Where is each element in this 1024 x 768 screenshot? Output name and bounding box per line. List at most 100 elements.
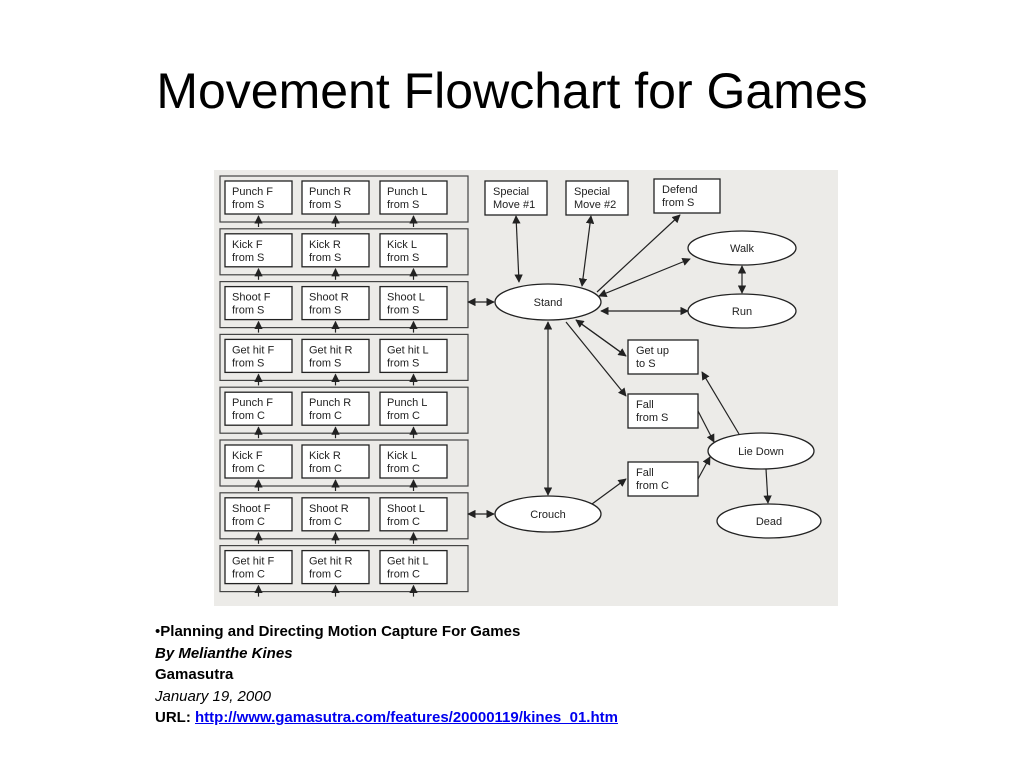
- state-label-getup-line: to S: [636, 358, 656, 370]
- state-label-stand: Stand: [534, 297, 563, 309]
- grid-box-label-line: from S: [309, 252, 341, 264]
- state-label-fallS-line: from S: [636, 412, 668, 424]
- grid-box-label-line: from S: [309, 305, 341, 317]
- grid-box-label-line: Get hit R: [309, 344, 352, 356]
- state-arrow: [697, 410, 715, 443]
- grid-box: [224, 285, 293, 321]
- url-label: URL:: [155, 709, 191, 726]
- state-arrow: [697, 456, 711, 480]
- grid-box: [379, 391, 448, 426]
- state-box-fallC: [627, 461, 699, 497]
- grid-box-label-line: from C: [387, 463, 420, 475]
- grid-box: [301, 285, 370, 321]
- state-ellipse-run: [687, 293, 797, 329]
- grid-box-label-line: from C: [232, 463, 265, 475]
- grid-box-label-line: Kick L: [387, 239, 417, 251]
- grid-box-label-line: Punch F: [232, 397, 273, 409]
- citation-title-line: •Planning and Directing Motion Capture F…: [155, 621, 618, 643]
- grid-row-frame: [219, 333, 469, 381]
- citation-title: Planning and Directing Motion Capture Fo…: [160, 623, 521, 640]
- grid-box-label-line: Punch L: [387, 186, 427, 198]
- state-arrow: [575, 319, 627, 357]
- state-label-fallC-line: Fall: [636, 467, 654, 479]
- citation-url-line: URL: http://www.gamasutra.com/features/2…: [155, 707, 618, 729]
- grid-box-label-line: Shoot L: [387, 503, 425, 515]
- slide-title: Movement Flowchart for Games: [156, 63, 868, 119]
- state-ellipse-crouch: [494, 495, 602, 533]
- grid-box: [224, 233, 293, 268]
- state-label-fallS-line: Fall: [636, 399, 654, 411]
- state-label-dead: Dead: [756, 516, 782, 528]
- grid-box-label-line: Kick F: [232, 450, 263, 462]
- state-arrow: [512, 215, 523, 283]
- grid-box-label-line: from S: [309, 357, 341, 369]
- grid-box: [379, 180, 448, 215]
- grid-box-label-line: Shoot F: [232, 503, 271, 515]
- grid-box-label-line: Shoot R: [309, 503, 349, 515]
- grid-box-label-line: Punch F: [232, 186, 273, 198]
- citation-url-link[interactable]: http://www.gamasutra.com/features/200001…: [195, 709, 618, 726]
- state-label-defend-line: Defend: [662, 184, 697, 196]
- grid-box: [379, 444, 448, 479]
- bullet: •: [155, 623, 161, 640]
- grid-box-label-line: from S: [387, 305, 419, 317]
- grid-box: [379, 549, 448, 585]
- grid-box: [224, 444, 293, 479]
- grid-box: [301, 391, 370, 426]
- grid-row-frame: [219, 228, 469, 276]
- grid-box-label-line: from S: [232, 357, 264, 369]
- grid-box-label-line: Shoot F: [232, 292, 271, 304]
- grid-box: [379, 338, 448, 374]
- grid-row-frame: [219, 439, 469, 487]
- state-arrow: [701, 371, 740, 435]
- citation-date: January 19, 2000: [155, 687, 271, 705]
- grid-box-label-line: Get hit F: [232, 556, 274, 568]
- grid-box-label-line: Kick R: [309, 450, 341, 462]
- grid-box-label-line: from C: [387, 410, 420, 422]
- grid-box-label-line: Get hit L: [387, 344, 429, 356]
- grid-box: [301, 549, 370, 585]
- state-ellipse-dead: [716, 503, 822, 539]
- state-label-walk: Walk: [730, 243, 755, 255]
- grid-box: [301, 180, 370, 215]
- grid-box: [224, 497, 293, 532]
- grid-box-label-line: Get hit L: [387, 556, 429, 568]
- grid-box-label-line: from C: [309, 569, 342, 581]
- state-label-special1-line: Special: [493, 186, 529, 198]
- grid-box: [301, 444, 370, 479]
- grid-box-label-line: from S: [232, 199, 264, 211]
- grid-box: [224, 338, 293, 374]
- state-label-getup-line: Get up: [636, 345, 669, 357]
- state-box-special1: [484, 180, 548, 216]
- state-box-fallS: [627, 393, 699, 429]
- grid-box-label-line: from S: [387, 252, 419, 264]
- grid-box: [301, 497, 370, 532]
- grid-box-label-line: from S: [232, 305, 264, 317]
- grid-box: [224, 180, 293, 215]
- grid-box-label-line: from C: [232, 410, 265, 422]
- grid-box: [224, 549, 293, 585]
- grid-box-label-line: from C: [309, 463, 342, 475]
- grid-box: [379, 285, 448, 321]
- grid-box-label-line: from C: [232, 569, 265, 581]
- grid-box-label-line: from C: [387, 516, 420, 528]
- grid-box-label-line: Shoot L: [387, 292, 425, 304]
- grid-box-label-line: from S: [387, 357, 419, 369]
